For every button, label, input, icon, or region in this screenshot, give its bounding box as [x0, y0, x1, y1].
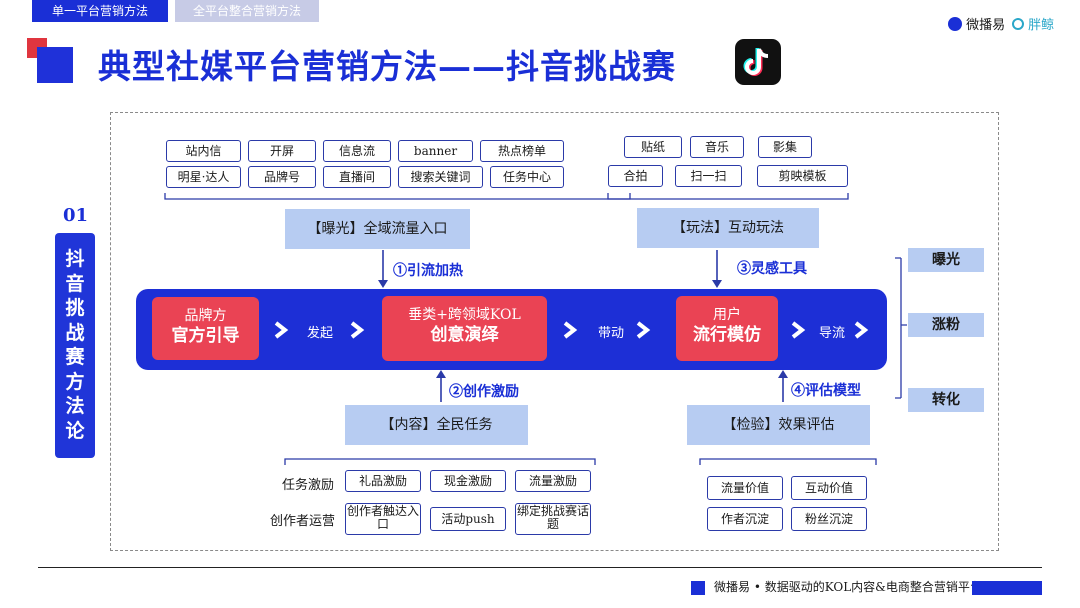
chevron-right-icon: [350, 321, 365, 339]
chevron-right-icon: [854, 321, 869, 339]
pangda-logo: 胖鲸: [1012, 14, 1054, 33]
brand-node-title: 品牌方: [184, 308, 227, 324]
weiboyi-logo: 微播易: [948, 14, 1005, 33]
play-header: 【玩法】互动玩法: [637, 208, 819, 248]
exposure-tag: 站内信: [166, 140, 241, 162]
play-tag: 剪映模板: [757, 165, 848, 187]
side-label-char: 赛: [65, 346, 85, 368]
play-tag: 扫一扫: [675, 165, 742, 187]
outcome-badge: 涨粉: [908, 313, 984, 337]
title-decor-blue: [37, 47, 73, 83]
chevron-right-icon: [563, 321, 578, 339]
verify-tag: 互动价值: [791, 476, 867, 500]
exposure-tag: banner: [398, 140, 473, 162]
side-label-char: 方: [65, 370, 85, 393]
chevron-right-icon: [274, 321, 289, 339]
side-label: 抖 音 挑 战 赛 方 法 论: [55, 233, 95, 458]
footer-bar: [972, 581, 1042, 595]
tiktok-logo-icon: [735, 39, 781, 85]
weiboyi-logo-icon: [948, 17, 962, 31]
step-label: ②创作激励: [449, 384, 519, 400]
step-label: ③灵感工具: [737, 261, 807, 277]
verify-tag: 作者沉淀: [707, 507, 783, 531]
exposure-tag: 搜索关键词: [398, 166, 483, 188]
user-node: 用户 流行模仿: [676, 296, 778, 361]
exposure-header: 【曝光】全域流量入口: [285, 209, 470, 249]
outcome-badge: 转化: [908, 388, 984, 412]
content-tag: 创作者触达入口: [345, 503, 421, 535]
footer-square: [691, 581, 705, 595]
exposure-tag: 任务中心: [490, 166, 564, 188]
flow-verb: 发起: [307, 326, 334, 341]
weiboyi-logo-text: 微播易: [966, 18, 1006, 33]
user-node-subtitle: 流行模仿: [693, 325, 761, 345]
page-title: 典型社媒平台营销方法——抖音挑战赛: [98, 47, 676, 86]
footer-divider: [38, 567, 1042, 568]
verify-header: 【检验】效果评估: [687, 405, 870, 445]
pangda-logo-icon: [1012, 18, 1024, 30]
tab-all-platform[interactable]: 全平台整合营销方法: [175, 0, 319, 22]
pangda-logo-text: 胖鲸: [1028, 18, 1055, 33]
step-label: ④评估模型: [791, 383, 861, 399]
verify-tag: 流量价值: [707, 476, 783, 500]
side-label-char: 挑: [65, 297, 85, 319]
step-label: ①引流加热: [393, 263, 463, 279]
side-label-char: 音: [65, 272, 85, 295]
kol-node-title: 垂类+跨领域KOL: [408, 307, 521, 323]
exposure-tag: 热点榜单: [480, 140, 564, 162]
side-label-char: 战: [65, 321, 85, 344]
verify-tag: 粉丝沉淀: [791, 507, 867, 531]
content-tag: 流量激励: [515, 470, 591, 492]
side-label-char: 法: [65, 395, 85, 417]
tab-single-platform[interactable]: 单一平台营销方法: [32, 0, 168, 22]
brand-node: 品牌方 官方引导: [152, 297, 259, 360]
content-row-label: 任务激励: [282, 478, 335, 493]
exposure-tag: 信息流: [323, 140, 391, 162]
outcome-badge: 曝光: [908, 248, 984, 272]
flow-verb: 导流: [819, 326, 846, 341]
exposure-tag: 直播间: [323, 166, 391, 188]
content-row-label: 创作者运营: [270, 514, 336, 529]
content-tag: 现金激励: [430, 470, 506, 492]
chevron-right-icon: [636, 321, 651, 339]
footer-text: 微播易 • 数据驱动的KOL内容&电商整合营销平台: [714, 580, 982, 594]
play-tag: 影集: [758, 136, 812, 158]
play-tag: 音乐: [690, 136, 744, 158]
play-tag: 合拍: [608, 165, 663, 187]
kol-node-subtitle: 创意演绎: [430, 325, 499, 345]
flow-verb: 带动: [598, 326, 625, 341]
side-label-char: 抖: [65, 248, 85, 270]
content-tag: 活动push: [430, 507, 506, 531]
content-header: 【内容】全民任务: [345, 405, 528, 445]
side-label-char: 论: [65, 419, 85, 442]
user-node-title: 用户: [713, 307, 741, 323]
diagram-frame: [110, 112, 999, 551]
play-tag: 贴纸: [624, 136, 682, 158]
exposure-tag: 品牌号: [248, 166, 316, 188]
content-tag: 绑定挑战赛话题: [515, 503, 591, 535]
brand-node-subtitle: 官方引导: [171, 326, 240, 346]
section-number: 01: [63, 205, 89, 226]
exposure-tag: 明星·达人: [166, 166, 241, 188]
kol-node: 垂类+跨领域KOL 创意演绎: [382, 296, 547, 361]
exposure-tag: 开屏: [248, 140, 316, 162]
content-tag: 礼品激励: [345, 470, 421, 492]
chevron-right-icon: [791, 321, 806, 339]
